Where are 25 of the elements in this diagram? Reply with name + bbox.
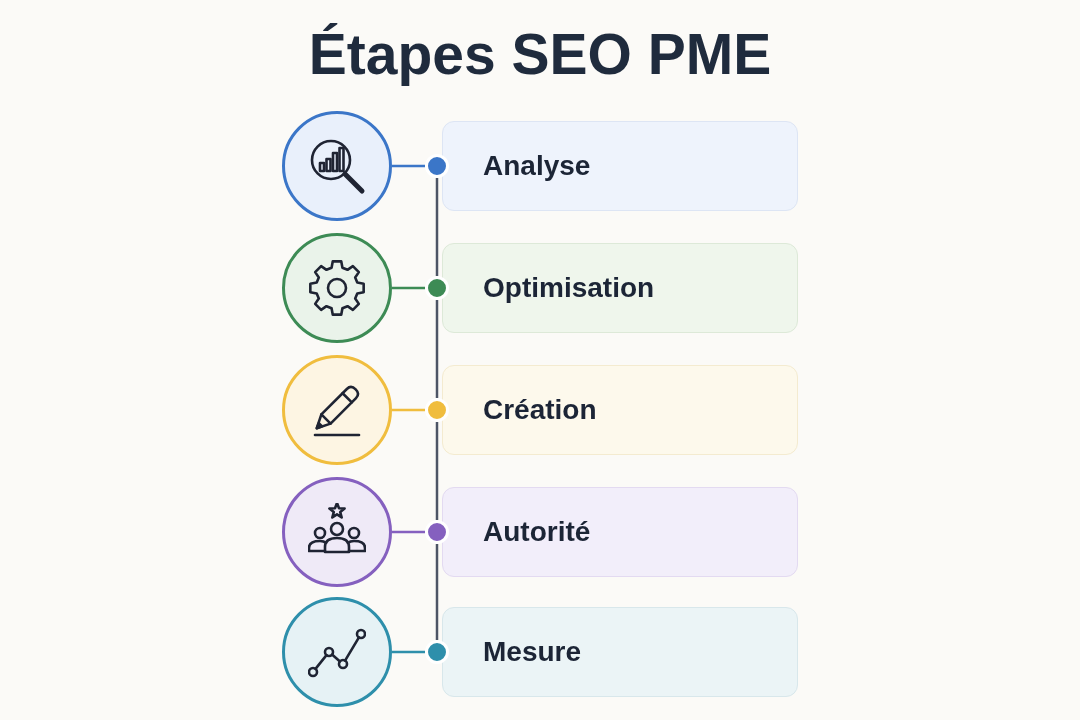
step-card [442,243,798,333]
connector-line [392,650,425,654]
step-card [442,487,798,577]
timeline-dot [425,276,449,300]
title: Étapes SEO PME [308,22,772,88]
timeline-line [435,178,439,276]
step-card [442,121,798,211]
timeline-line [435,422,439,520]
step-label: Création [483,393,597,427]
timeline-dot [425,154,449,178]
connector-line [392,286,425,290]
step-label: Mesure [483,635,582,669]
timeline-dot [425,640,449,664]
step-card [442,365,798,455]
timeline-line [435,300,439,398]
step-label: Optimisation [483,271,655,305]
step-label: Autorité [483,515,591,549]
connector-line [392,164,425,168]
connector-line [392,530,425,534]
connector-line [392,408,425,412]
timeline-dot [425,520,449,544]
step-card [442,607,798,697]
step-label: Analyse [483,149,591,183]
timeline-dot [425,398,449,422]
timeline-line [435,544,439,640]
